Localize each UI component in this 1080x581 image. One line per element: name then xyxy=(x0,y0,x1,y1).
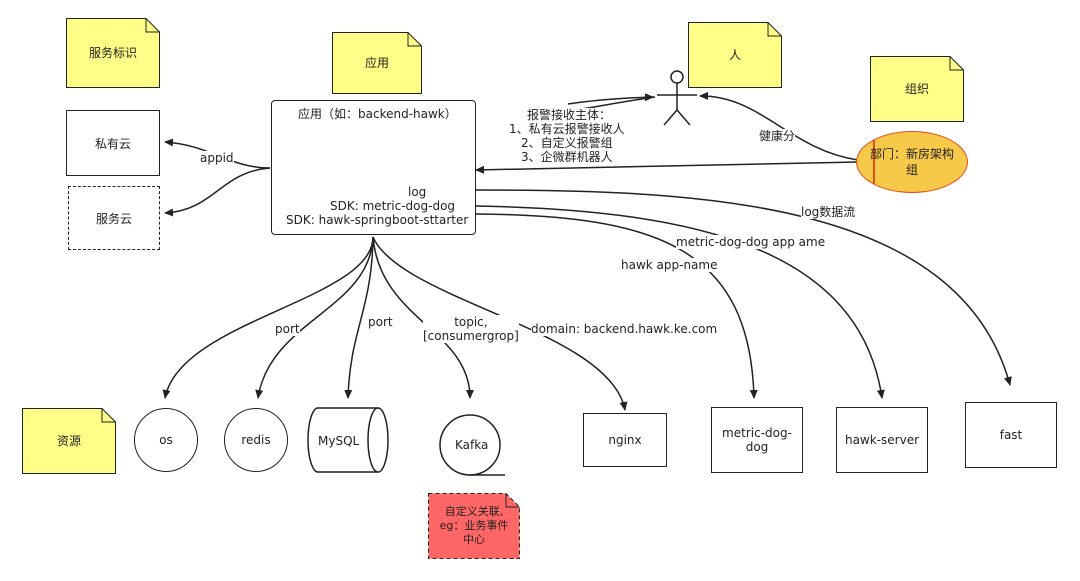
resource-kafka-label[interactable]: Kafka xyxy=(455,438,489,452)
note-person: 人 xyxy=(688,22,782,88)
label-hawk-app: hawk app-name xyxy=(621,258,718,272)
resource-os-label: os xyxy=(159,433,173,447)
label-appid: appid xyxy=(200,151,234,165)
app-box[interactable]: 应用（如：backend-hawk） log SDK: metric-dog-d… xyxy=(271,100,476,235)
department-divider xyxy=(873,132,875,192)
resource-fast[interactable]: fast xyxy=(965,402,1057,468)
resource-fast-label: fast xyxy=(999,428,1023,442)
label-port-mysql: port xyxy=(368,315,393,329)
label-port-redis: port xyxy=(275,322,300,336)
label-metric-app: metric-dog-dog app ame xyxy=(676,235,826,249)
label-topic: topic, [consumergrop] xyxy=(423,315,519,343)
edge-dept-app xyxy=(475,161,859,174)
label-log-stream: log数据流 xyxy=(801,205,856,219)
resource-os[interactable]: os xyxy=(134,408,198,472)
note-custom-association: 自定义关联, eg：业务事件 中心 xyxy=(428,493,520,559)
resource-metric-label: metric-dog- dog xyxy=(722,426,792,454)
department-label: 部门：新房架构 组 xyxy=(869,147,954,177)
resource-mysql-label[interactable]: MySQL xyxy=(318,434,360,448)
label-alert-2: 2、自定义报警组 xyxy=(521,136,613,150)
label-health: 健康分 xyxy=(759,129,796,143)
resource-nginx[interactable]: nginx xyxy=(583,413,667,467)
edge-app-redis xyxy=(255,236,374,399)
label-alert-3: 3、企微群机器人 xyxy=(521,150,613,164)
note-service-id: 服务标识 xyxy=(66,18,160,88)
person-icon xyxy=(657,70,697,126)
app-box-log: log xyxy=(408,185,427,199)
service-cloud-label: 服务云 xyxy=(95,211,132,226)
resource-hawk-server[interactable]: hawk-server xyxy=(836,407,928,473)
resource-metric-dog-dog[interactable]: metric-dog- dog xyxy=(711,407,803,473)
private-cloud-box[interactable]: 私有云 xyxy=(66,110,160,176)
edge-hawk-metric xyxy=(475,213,758,399)
label-alert-title: 报警接收主体： xyxy=(527,108,612,122)
note-app: 应用 xyxy=(332,32,422,94)
resource-nginx-label: nginx xyxy=(608,433,642,447)
note-resource: 资源 xyxy=(22,408,116,474)
service-cloud-box[interactable]: 服务云 xyxy=(68,186,160,250)
label-domain: domain: backend.hawk.ke.com xyxy=(531,322,718,336)
edge-person-arrow xyxy=(567,93,654,105)
note-org: 组织 xyxy=(870,56,964,122)
app-box-title: 应用（如：backend-hawk） xyxy=(298,107,457,121)
resource-redis-label: redis xyxy=(241,433,271,447)
edge-app-os xyxy=(162,236,374,399)
private-cloud-label: 私有云 xyxy=(94,136,131,151)
resource-redis[interactable]: redis xyxy=(224,408,288,472)
app-box-sdk-hawk: SDK: hawk-springboot-sttarter xyxy=(286,213,469,227)
resource-hawk-server-label: hawk-server xyxy=(844,433,920,447)
mysql-cylinder xyxy=(307,407,389,473)
edge-dept-person xyxy=(699,91,859,161)
department-node[interactable]: 部门：新房架构 组 xyxy=(856,131,968,193)
label-alert-1: 1、私有云报警接收人 xyxy=(509,122,625,136)
edge-app-mysql xyxy=(344,236,374,399)
kafka-shape xyxy=(439,414,505,476)
edge-app-service-cloud xyxy=(164,167,271,217)
app-box-sdk-metric: SDK: metric-dog-dog xyxy=(330,199,456,213)
edge-log-fast xyxy=(475,189,1012,386)
